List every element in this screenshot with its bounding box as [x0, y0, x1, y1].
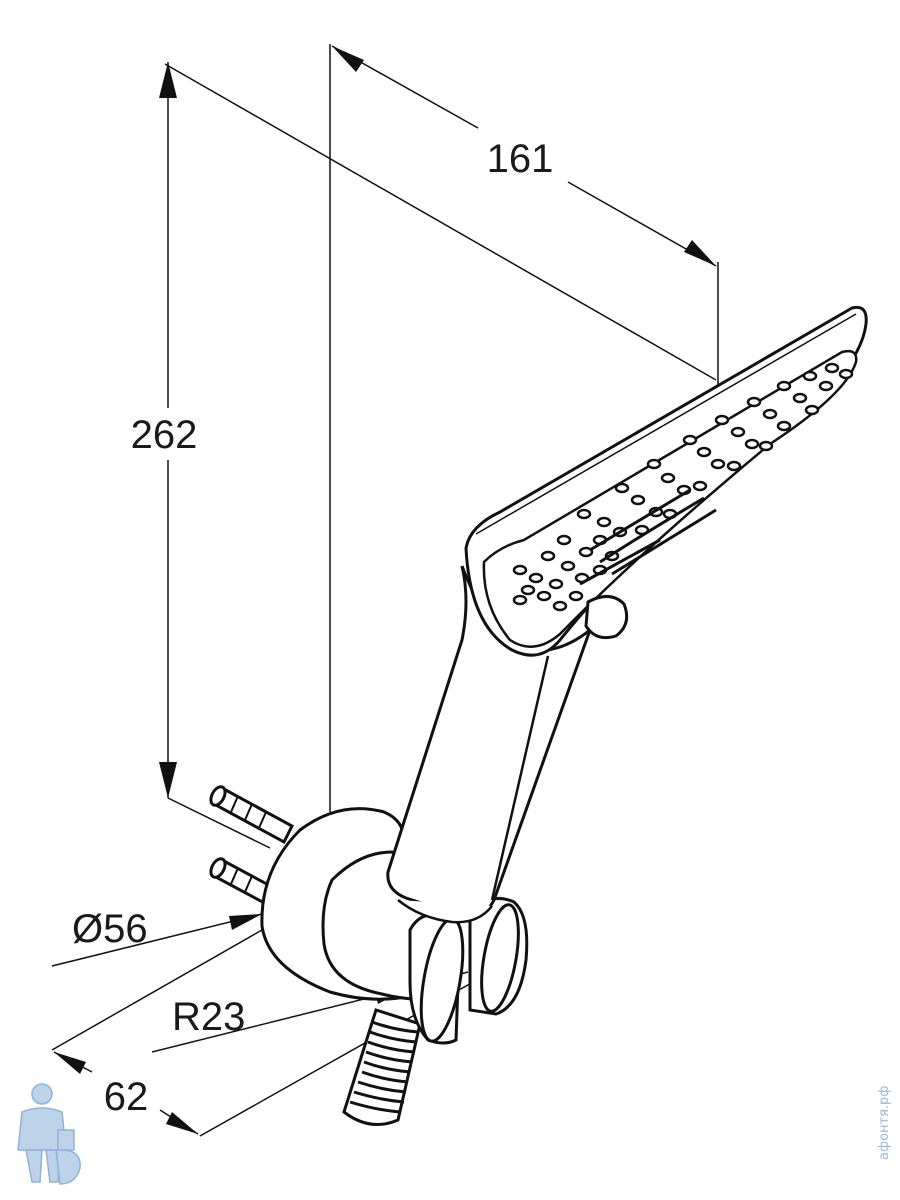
shower-hose: [342, 1008, 422, 1126]
extension-line-62-a: [51, 929, 263, 1051]
dimension-161: 161: [331, 45, 717, 267]
dimension-d56: Ø56: [51, 881, 391, 967]
arrowhead-left-62: [54, 1052, 86, 1074]
showerhead: [464, 305, 868, 657]
showerhead-face: [482, 349, 858, 648]
dimension-62: 62: [51, 929, 499, 1137]
center-spray-ring: [579, 488, 717, 586]
arrowhead-d56: [229, 914, 262, 930]
dimension-label-161: 161: [487, 137, 554, 181]
spray-selector-knob: [584, 595, 629, 640]
arrowhead-left-161: [332, 46, 364, 72]
watermark-text: афонтя.рф: [877, 1086, 892, 1160]
arrowhead-bottom-262: [159, 762, 177, 798]
plumber-mascot-logo: [17, 1083, 81, 1185]
dimension-label-r23: R23: [172, 995, 245, 1039]
extension-line-bottom: [167, 797, 271, 849]
arrowhead-top-262: [159, 62, 177, 98]
dimension-label-62: 62: [104, 1075, 149, 1119]
dowel-upper: [209, 785, 294, 845]
dimension-label-d56: Ø56: [72, 907, 148, 951]
dimension-262: 262: [112, 62, 216, 798]
wall-dowels: [209, 785, 294, 909]
arrowhead-right-161: [684, 240, 716, 266]
dimension-line-d56: [51, 913, 263, 967]
arrowhead-right-62: [166, 1112, 198, 1134]
dimension-label-262: 262: [131, 413, 198, 457]
extension-line-top: [164, 63, 717, 381]
